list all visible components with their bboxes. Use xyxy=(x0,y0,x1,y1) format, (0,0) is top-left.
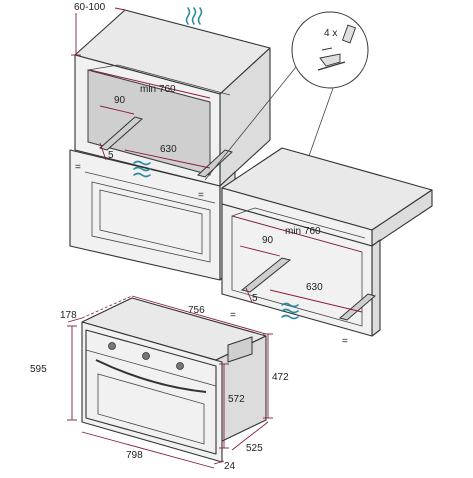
lower-dimensions: min 760 90 630 5 = = xyxy=(230,215,363,347)
oven-knob-middle xyxy=(142,352,150,360)
dim-oven-525: 525 xyxy=(246,443,263,454)
dim-oven-595: 595 xyxy=(30,364,47,375)
dim-upper-630: 630 xyxy=(160,144,177,155)
oven-front-panel xyxy=(85,329,217,455)
eq-lower-right: = xyxy=(342,336,348,347)
dim-oven-756: 756 xyxy=(188,305,205,316)
dim-oven-798: 798 xyxy=(126,450,143,461)
tall-cabinet-oven-window xyxy=(91,181,211,263)
oven-door-window xyxy=(97,373,205,445)
dim-lower-min-depth: min 760 xyxy=(285,226,321,237)
dim-oven-178: 178 xyxy=(60,310,77,321)
airflow-wave-icon xyxy=(281,302,299,320)
dim-top-gap: 60-100 xyxy=(74,2,106,13)
dim-lower-90: 90 xyxy=(262,235,274,246)
oven-knob-right xyxy=(176,362,184,370)
eq-upper-right: = xyxy=(198,190,204,201)
counter-cabinet xyxy=(221,147,433,337)
detail-count: 4 x xyxy=(324,28,337,39)
dim-upper-90: 90 xyxy=(114,95,126,106)
bracket-detail: 4 x xyxy=(204,11,369,301)
tall-cabinet-rail-left xyxy=(98,116,144,151)
dim-oven-472: 472 xyxy=(272,372,289,383)
counter-cabinet-rail-right xyxy=(338,293,377,321)
counter-cabinet-front xyxy=(221,203,373,337)
dim-upper-min-depth: min 760 xyxy=(140,84,176,95)
oven-dimensions: 756 178 595 472 572 525 798 24 xyxy=(30,295,289,472)
eq-lower-left: = xyxy=(230,310,236,321)
dim-oven-24: 24 xyxy=(224,461,236,472)
oven-rear-block xyxy=(227,336,253,363)
upper-dimensions: 60-100 min 760 90 630 5 = = xyxy=(71,2,211,201)
oven-door-handle xyxy=(95,359,207,393)
dim-lower-5: 5 xyxy=(252,293,258,304)
bracket-detail-circle xyxy=(291,11,369,89)
dim-upper-5: 5 xyxy=(108,150,114,161)
counter-cabinet-side xyxy=(371,239,381,337)
dim-lower-630: 630 xyxy=(306,282,323,293)
airflow-wave-icon xyxy=(133,160,151,178)
mounting-bracket-icon xyxy=(317,24,357,71)
oven-knob-left xyxy=(108,342,116,350)
tall-cabinet xyxy=(69,9,271,281)
airflow-wave-icon xyxy=(185,7,203,25)
oven xyxy=(81,297,267,463)
dim-oven-572: 572 xyxy=(228,394,245,405)
eq-upper-left: = xyxy=(75,162,81,173)
